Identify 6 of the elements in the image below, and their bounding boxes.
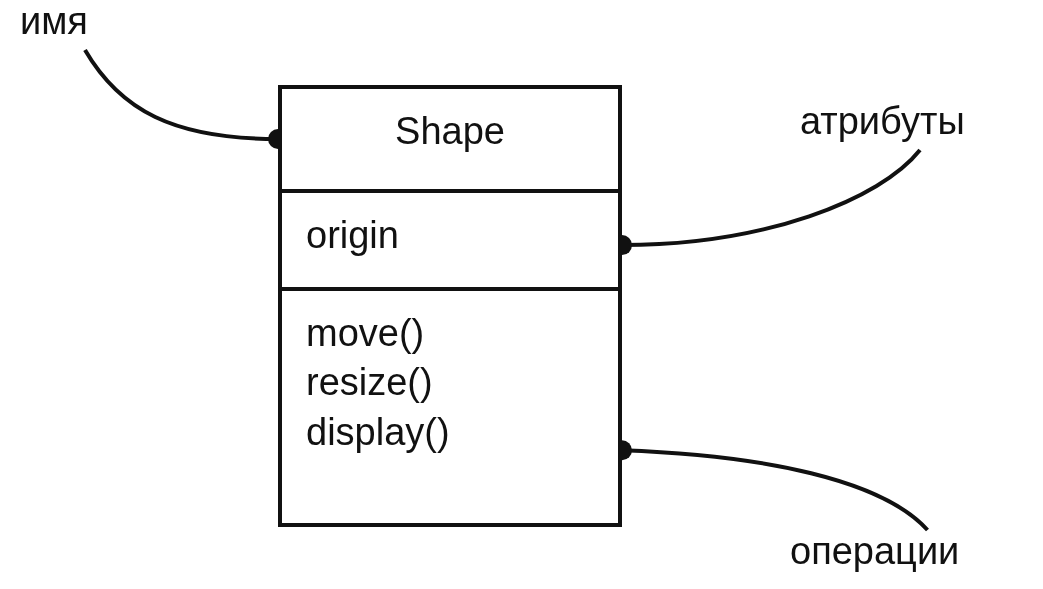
- callout-label: атрибуты: [800, 100, 1040, 150]
- compartment-text: move() resize() display(): [306, 311, 451, 455]
- compartment-text: Shape: [395, 109, 505, 154]
- callout-label: операции: [790, 530, 1040, 580]
- compartment-text: origin: [306, 213, 399, 258]
- callout-label: имя: [20, 0, 150, 50]
